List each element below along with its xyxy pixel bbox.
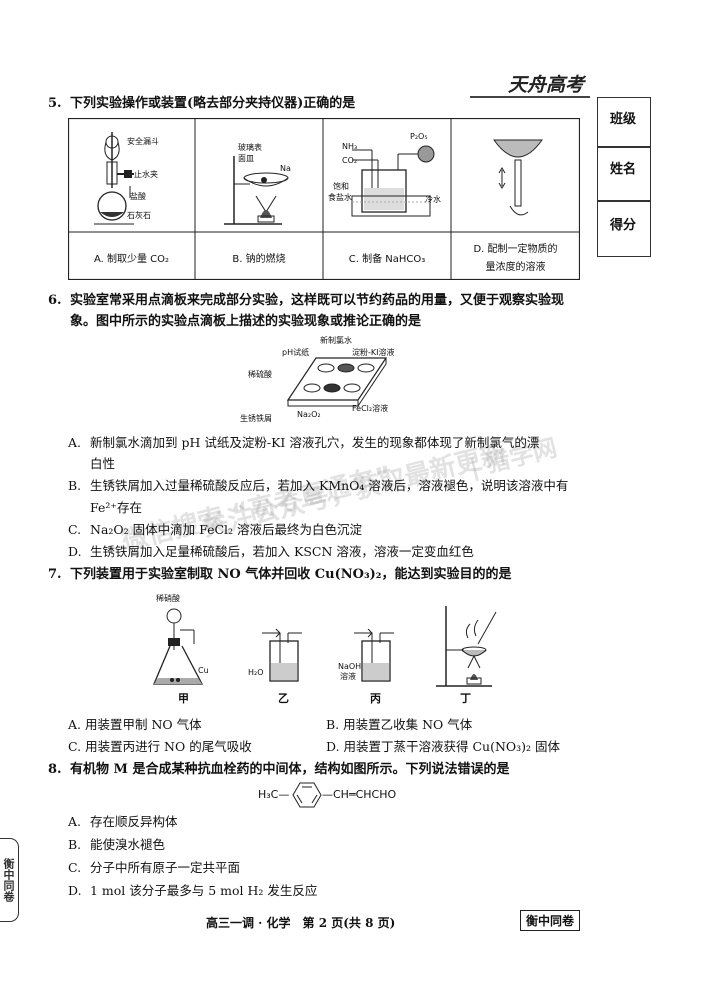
class-label: 班级 bbox=[610, 112, 637, 127]
figA-label-acid: 盐酸 bbox=[130, 192, 146, 201]
q7-option-d: D. 用装置丁蒸干溶液获得 Cu(NO₃)₂ 固体 bbox=[326, 739, 561, 754]
figB-label-na: Na bbox=[280, 164, 291, 173]
q5-text: 下列实验操作或装置(略去部分夹持仪器)正确的是 bbox=[70, 96, 356, 111]
q8-structure-left: H₃C— bbox=[258, 788, 290, 801]
q7-number: 7. bbox=[48, 567, 62, 582]
figA-label-safety-funnel: 安全漏斗 bbox=[127, 137, 159, 146]
q6-option-b-cont: Fe²⁺存在 bbox=[90, 500, 142, 515]
q6-option-a: A.新制氯水滴加到 pH 试纸及淀粉-KI 溶液孔穴，发生的现象都体现了新制氯气… bbox=[68, 435, 540, 450]
q6-option-d: D.生锈铁屑加入足量稀硫酸后，若加入 KSCN 溶液，溶液一定变血红色 bbox=[68, 544, 474, 559]
figC-label-brine-1: 饱和 bbox=[333, 182, 349, 191]
figA-co2-apparatus bbox=[94, 132, 134, 225]
score-label: 得分 bbox=[610, 218, 637, 233]
figC-label-co2: CO₂ bbox=[342, 156, 358, 165]
q7-apparatus-ding bbox=[436, 606, 497, 687]
figC-label-nh3: NH₃ bbox=[342, 142, 358, 151]
figC-label-cold-water: 冷水 bbox=[425, 195, 441, 204]
q7-label-nitric: 稀硝酸 bbox=[156, 594, 180, 603]
q7-label-yi: 乙 bbox=[278, 692, 289, 705]
figD-volumetric-flask bbox=[493, 139, 543, 216]
figA-label-limestone: 石灰石 bbox=[127, 211, 151, 220]
footer-page-info: 高三一调 · 化学 第 2 页(共 8 页) bbox=[206, 916, 396, 930]
q5-option-d-line2: 量浓度的溶液 bbox=[485, 262, 546, 273]
q6-label-chlorine-water: 新制氯水 bbox=[320, 336, 352, 345]
q8-structure-right: —CH═CHCHO bbox=[322, 788, 397, 801]
figC-label-p2o5: P₂O₅ bbox=[410, 132, 428, 141]
q7-apparatus-bing bbox=[354, 628, 394, 682]
figC-label-brine-2: 食盐水 bbox=[328, 193, 352, 202]
q6-stem-line1: 6. 实验室常采用点滴板来完成部分实验，这样既可以节约药品的用量，又便于观察实验现 bbox=[48, 291, 564, 311]
name-label: 姓名 bbox=[610, 162, 637, 177]
q7-option-b: B. 用装置乙收集 NO 气体 bbox=[326, 717, 473, 732]
q6-label-starch-ki: 淀粉-KI溶液 bbox=[352, 348, 395, 357]
q7-label-jia: 甲 bbox=[178, 692, 189, 705]
q6-label-dilute-h2so4: 稀硫酸 bbox=[248, 370, 272, 379]
q5-stem: 5. 下列实验操作或装置(略去部分夹持仪器)正确的是 bbox=[48, 94, 355, 114]
q7-option-c: C. 用装置丙进行 NO 的尾气吸收 bbox=[68, 739, 252, 754]
q7-label-naoh-1: NaOH bbox=[338, 662, 362, 671]
q6-label-ph: pH试纸 bbox=[282, 348, 310, 357]
figB-label-dish-1: 玻璃表 bbox=[238, 143, 262, 152]
q7-apparatus-jia bbox=[153, 608, 204, 685]
q7-stem: 7. 下列装置用于实验室制取 NO 气体并回收 Cu(NO₃)₂，能达到实验目的的… bbox=[48, 565, 511, 585]
q6-number: 6. bbox=[48, 293, 62, 308]
q7-label-ding: 丁 bbox=[460, 692, 471, 705]
q7-option-a: A. 用装置甲制 NO 气体 bbox=[68, 717, 202, 732]
q8-number: 8. bbox=[48, 762, 62, 777]
q6-text-1: 实验室常采用点滴板来完成部分实验，这样既可以节约药品的用量，又便于观察实验现 bbox=[70, 293, 565, 308]
figA-label-clamp: 止水夹 bbox=[134, 170, 158, 179]
header-rule bbox=[470, 96, 590, 98]
q5-option-c: C. 制备 NaHCO₃ bbox=[348, 254, 426, 265]
name-box: 姓名 bbox=[597, 147, 651, 201]
q8-option-b: B.能使溴水褪色 bbox=[68, 837, 166, 852]
class-box: 班级 bbox=[597, 97, 651, 147]
q6-option-b: B.生锈铁屑加入过量稀硫酸反应后，若加入 KMnO₄ 溶液后，溶液褪色，说明该溶… bbox=[68, 478, 569, 493]
figB-sodium-burning bbox=[224, 156, 289, 225]
q7-apparatus-yi bbox=[262, 628, 302, 682]
q7-label-h2o: H₂O bbox=[248, 668, 264, 677]
q8-option-c: C.分子中所有原子一定共平面 bbox=[68, 860, 241, 875]
q5-number: 5. bbox=[48, 96, 62, 111]
q6-option-a-cont: 白性 bbox=[90, 456, 116, 471]
q8-stem: 8. 有机物 M 是合成某种抗血栓药的中间体，结构如图所示。下列说法错误的是 bbox=[48, 760, 509, 780]
q8-option-d: D.1 mol 该分子最多与 5 mol H₂ 发生反应 bbox=[68, 883, 318, 898]
figB-label-dish-2: 面皿 bbox=[238, 154, 254, 163]
q6-option-c: C.Na₂O₂ 固体中滴加 FeCl₂ 溶液后最终为白色沉淀 bbox=[68, 522, 363, 537]
brand-logo: 天舟高考 bbox=[508, 74, 585, 96]
q8-option-a: A.存在顺反异构体 bbox=[68, 814, 178, 829]
q6-spot-plate bbox=[286, 357, 388, 407]
q7-label-naoh-2: 溶液 bbox=[340, 672, 356, 681]
q6-label-fecl2: FeCl₂溶液 bbox=[352, 404, 389, 413]
q6-label-rusty-iron: 生锈铁屑 bbox=[240, 414, 272, 423]
q5-option-a: A. 制取少量 CO₂ bbox=[93, 254, 170, 265]
score-box: 得分 bbox=[597, 201, 651, 257]
q6-stem-line2: 象。图中所示的实验点滴板上描述的实验现象或推论正确的是 bbox=[70, 314, 422, 329]
footer-brand-box: 衡中同卷 bbox=[520, 910, 581, 931]
q7-text: 下列装置用于实验室制取 NO 气体并回收 Cu(NO₃)₂，能达到实验目的的是 bbox=[70, 567, 512, 582]
left-stamp: 衡中同卷 bbox=[0, 838, 19, 922]
q5-option-d-line1: D. 配制一定物质的 bbox=[473, 244, 558, 255]
figC-nahco3-apparatus bbox=[351, 145, 435, 217]
q5-table bbox=[68, 118, 580, 280]
q5-option-b: B. 钠的燃烧 bbox=[232, 254, 286, 265]
q6-label-na2o2: Na₂O₂ bbox=[297, 410, 321, 419]
q8-text: 有机物 M 是合成某种抗血栓药的中间体，结构如图所示。下列说法错误的是 bbox=[70, 762, 510, 777]
q8-benzene-ring bbox=[292, 782, 322, 808]
q7-label-cu: Cu bbox=[198, 666, 209, 675]
q7-label-bing: 丙 bbox=[370, 692, 381, 705]
